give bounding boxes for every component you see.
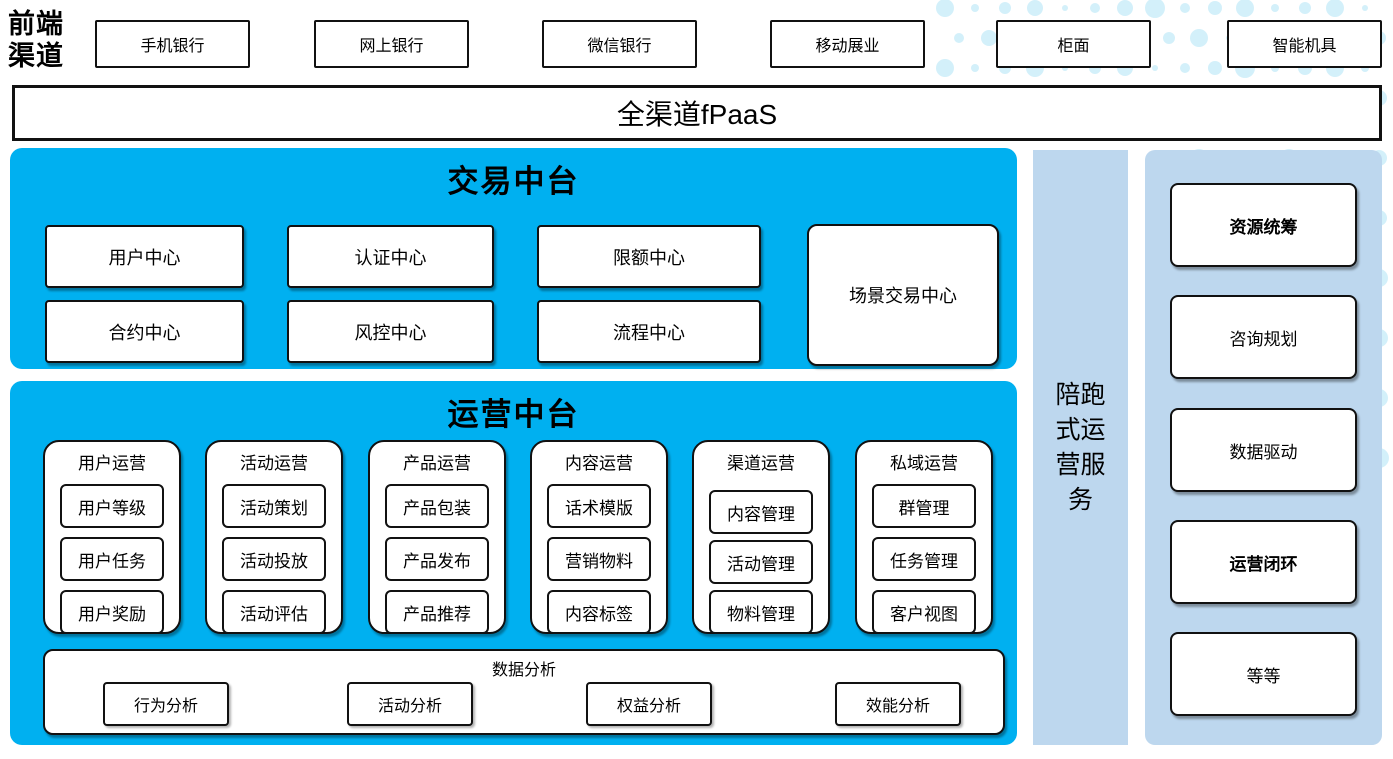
channel-box-mobile-banking: 手机银行	[95, 20, 250, 68]
ops-item: 任务管理	[872, 537, 976, 581]
analysis-box-behavior: 行为分析	[103, 682, 229, 726]
ops-item: 产品推荐	[385, 590, 489, 634]
service-box-etc: 等等	[1170, 632, 1357, 716]
trade-box-risk-center: 风控中心	[287, 300, 494, 363]
trade-platform-section: 交易中台 用户中心 认证中心 限额中心 合约中心 风控中心 流程中心 场景交易中…	[10, 148, 1017, 369]
ops-column-user-header: 用户运营	[78, 454, 146, 473]
ops-column-channel-header: 渠道运营	[727, 454, 795, 473]
ops-item: 用户奖励	[60, 590, 164, 634]
analysis-box-activity: 活动分析	[347, 682, 473, 726]
ops-item: 活动策划	[222, 484, 326, 528]
front-channels-label-line1: 前端	[8, 9, 64, 39]
service-box-consulting-planning: 咨询规划	[1170, 295, 1357, 379]
trade-box-user-center: 用户中心	[45, 225, 244, 288]
ops-column-private-domain-header: 私域运营	[890, 454, 958, 473]
ops-column-product: 产品运营 产品包装 产品发布 产品推荐	[368, 440, 506, 634]
ops-item: 话术模版	[547, 484, 651, 528]
ops-column-activity: 活动运营 活动策划 活动投放 活动评估	[205, 440, 343, 634]
analysis-box-efficiency: 效能分析	[835, 682, 961, 726]
ops-item: 用户任务	[60, 537, 164, 581]
ops-item: 产品包装	[385, 484, 489, 528]
ops-column-user: 用户运营 用户等级 用户任务 用户奖励	[43, 440, 181, 634]
accompanying-ops-service-label: 陪跑式运营服务	[1055, 380, 1106, 514]
ops-item: 产品发布	[385, 537, 489, 581]
ops-item: 活动评估	[222, 590, 326, 634]
channel-box-online-banking: 网上银行	[314, 20, 469, 68]
accompanying-ops-service-bar: 陪跑式运营服务	[1033, 150, 1128, 745]
trade-box-auth-center: 认证中心	[287, 225, 494, 288]
trade-box-scene-transaction-center: 场景交易中心	[807, 224, 999, 366]
right-service-panel: 资源统筹 咨询规划 数据驱动 运营闭环 等等	[1145, 150, 1382, 745]
ops-platform-section: 运营中台 用户运营 用户等级 用户任务 用户奖励 活动运营 活动策划 活动投放 …	[10, 381, 1017, 745]
front-channels-label: 前端 渠道	[8, 8, 80, 73]
trade-box-contract-center: 合约中心	[45, 300, 244, 363]
channel-box-smart-machines: 智能机具	[1227, 20, 1382, 68]
trade-platform-title: 交易中台	[447, 164, 580, 199]
ops-item: 客户视图	[872, 590, 976, 634]
ops-item: 物料管理	[709, 590, 813, 634]
ops-item: 活动管理	[709, 540, 813, 584]
ops-item: 群管理	[872, 484, 976, 528]
ops-column-content-header: 内容运营	[565, 454, 633, 473]
ops-platform-title: 运营中台	[447, 397, 580, 432]
analysis-box-rights: 权益分析	[586, 682, 712, 726]
ops-column-content: 内容运营 话术模版 营销物料 内容标签	[530, 440, 668, 634]
ops-item: 活动投放	[222, 537, 326, 581]
service-box-ops-closed-loop: 运营闭环	[1170, 520, 1357, 604]
service-box-resource-coordination: 资源统筹	[1170, 183, 1357, 267]
ops-item: 内容管理	[709, 490, 813, 534]
ops-column-product-header: 产品运营	[403, 454, 471, 473]
channel-box-counter: 柜面	[996, 20, 1151, 68]
ops-column-private-domain: 私域运营 群管理 任务管理 客户视图	[855, 440, 993, 634]
channel-box-mobile-business: 移动展业	[770, 20, 925, 68]
trade-box-process-center: 流程中心	[537, 300, 761, 363]
ops-column-channel: 渠道运营 内容管理 活动管理 物料管理	[692, 440, 830, 634]
channel-box-wechat-banking: 微信银行	[542, 20, 697, 68]
ops-item: 内容标签	[547, 590, 651, 634]
data-analysis-panel: 数据分析 行为分析 活动分析 权益分析 效能分析	[43, 649, 1005, 735]
service-box-data-driven: 数据驱动	[1170, 408, 1357, 492]
ops-item: 营销物料	[547, 537, 651, 581]
data-analysis-title: 数据分析	[491, 662, 556, 679]
front-channels-label-line2: 渠道	[8, 41, 64, 72]
ops-item: 用户等级	[60, 484, 164, 528]
fpaas-bar: 全渠道fPaaS	[12, 85, 1382, 141]
trade-box-limit-center: 限额中心	[537, 225, 761, 288]
ops-column-activity-header: 活动运营	[240, 454, 308, 473]
